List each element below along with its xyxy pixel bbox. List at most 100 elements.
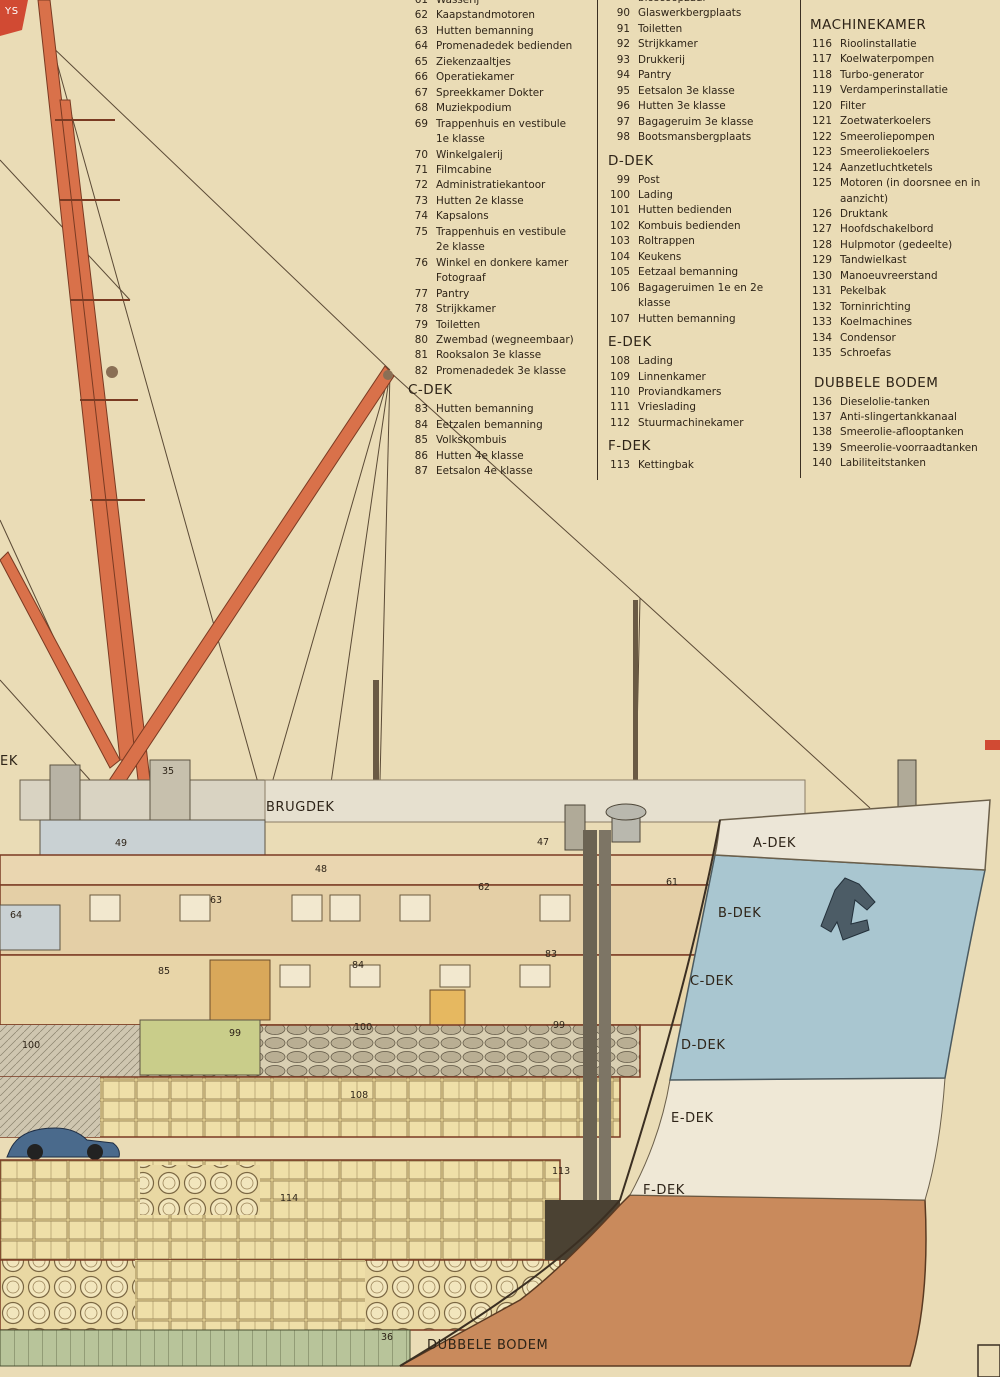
legend-item: 123 Smeeroliekoelers [804, 145, 1000, 160]
legend-item-number: 90 [616, 7, 630, 20]
legend-item-label: Post [638, 173, 660, 186]
legend-item-label: Bagageruim 3e klasse [638, 115, 754, 128]
legend-item-label: Labiliteitstanken [840, 457, 926, 470]
legend-item-number: 76 [414, 256, 428, 269]
legend-item-label: Eetsalon 4e klasse [436, 465, 533, 478]
legend-item-number: 117 [812, 53, 832, 66]
legend-item-number: 85 [414, 434, 428, 447]
room-number: 83 [545, 949, 558, 960]
deck-label-cut: EK [0, 754, 18, 769]
legend-item-number: 125 [812, 177, 832, 190]
legend-item-label: Volkskombuis [436, 434, 507, 447]
legend-item: 1e klasse [400, 132, 595, 147]
deck-label-d: D-DEK [681, 1038, 726, 1053]
legend-item-number: 94 [616, 69, 630, 82]
legend-item-number: 132 [812, 300, 832, 313]
legend-item-label: Motoren (in doorsnee en in [840, 177, 981, 190]
legend-item-number: 108 [610, 355, 630, 368]
legend-item-label: Bootsmansbergplaats [638, 131, 752, 144]
room-number: 62 [478, 882, 491, 893]
legend-item: Fotograaf [400, 271, 595, 286]
legend-item-label: Druktank [840, 207, 888, 220]
legend-item-number: 130 [812, 269, 832, 282]
legend-item-label: Filmcabine [436, 163, 492, 176]
room-number: 114 [280, 1193, 299, 1204]
legend-item-label: Manoeuvreerstand [840, 269, 938, 282]
legend-item-number: 109 [610, 370, 630, 383]
legend-item-label: Rooksalon 3e klasse [436, 349, 542, 362]
legend-section-title: MACHINEKAMER [810, 17, 927, 33]
legend-item-number: 86 [414, 449, 428, 462]
room-number: 49 [115, 838, 128, 849]
room-number: 84 [352, 960, 365, 971]
legend-item-label: Dieselolie-tanken [840, 395, 930, 408]
legend-item: 126 Druktank [804, 207, 1000, 222]
room-number: 35 [162, 766, 175, 777]
room-number: 64 [10, 910, 23, 921]
legend-item-label: Smeeroliekoelers [840, 146, 930, 159]
legend-item-number: 96 [616, 100, 630, 113]
legend-item-number: 98 [616, 131, 630, 144]
legend-item-label: Hutten bedienden [638, 204, 732, 217]
column-divider [800, 0, 801, 478]
legend-item-number: 106 [610, 281, 630, 294]
legend-item-label: Spreekkamer Dokter [436, 86, 544, 99]
legend-item-label: Bagageruimen 1e en 2e [638, 281, 764, 294]
legend-item-label: Kapsalons [436, 210, 489, 223]
legend-item-number: 113 [610, 459, 630, 472]
legend-item-number: 72 [414, 179, 428, 192]
room-number: 48 [315, 864, 328, 875]
legend-item-number: 135 [812, 347, 832, 360]
legend-item-number: 69 [414, 117, 428, 130]
legend-item-number: 93 [616, 53, 630, 66]
legend-item-number: 92 [616, 38, 630, 51]
legend-item-label: Tandwielkast [840, 254, 907, 267]
legend-item-label: Wasserij [436, 0, 480, 6]
legend-section-title: D-DEK [608, 152, 654, 169]
legend-item-label: Condensor [840, 331, 896, 344]
legend-item-number: 129 [812, 254, 832, 267]
legend-section-title: C-DEK [408, 382, 453, 399]
legend-item-number: 62 [414, 9, 428, 22]
deck-label-a: A-DEK [753, 836, 797, 851]
deck-label-c: C-DEK [690, 974, 734, 989]
legend-item-label: Ziekenzaaltjes [436, 55, 511, 68]
legend-item-label: Zoetwaterkoelers [840, 115, 931, 128]
room-number: 99 [229, 1028, 242, 1039]
legend-item-number: 118 [812, 68, 832, 81]
legend-item-number: 123 [812, 146, 832, 159]
legend-item-number: 126 [812, 207, 832, 220]
legend-item-label: Koelmachines [840, 316, 912, 329]
legend-item-label: Eetzalen bemanning [436, 418, 543, 431]
legend-item-label: Rioolinstallatie [840, 38, 917, 50]
legend-item-label: Strijkkamer [436, 303, 496, 316]
deck-label-brugdek: BRUGDEK [266, 800, 335, 815]
deck-label-bottom: DUBBELE BODEM [427, 1338, 549, 1353]
legend-item-number: 78 [414, 303, 428, 316]
legend-item-number: 139 [812, 441, 832, 454]
legend-item-label: Lading [638, 355, 673, 368]
legend-item: 98 Bootsmansbergplaats [602, 130, 794, 145]
